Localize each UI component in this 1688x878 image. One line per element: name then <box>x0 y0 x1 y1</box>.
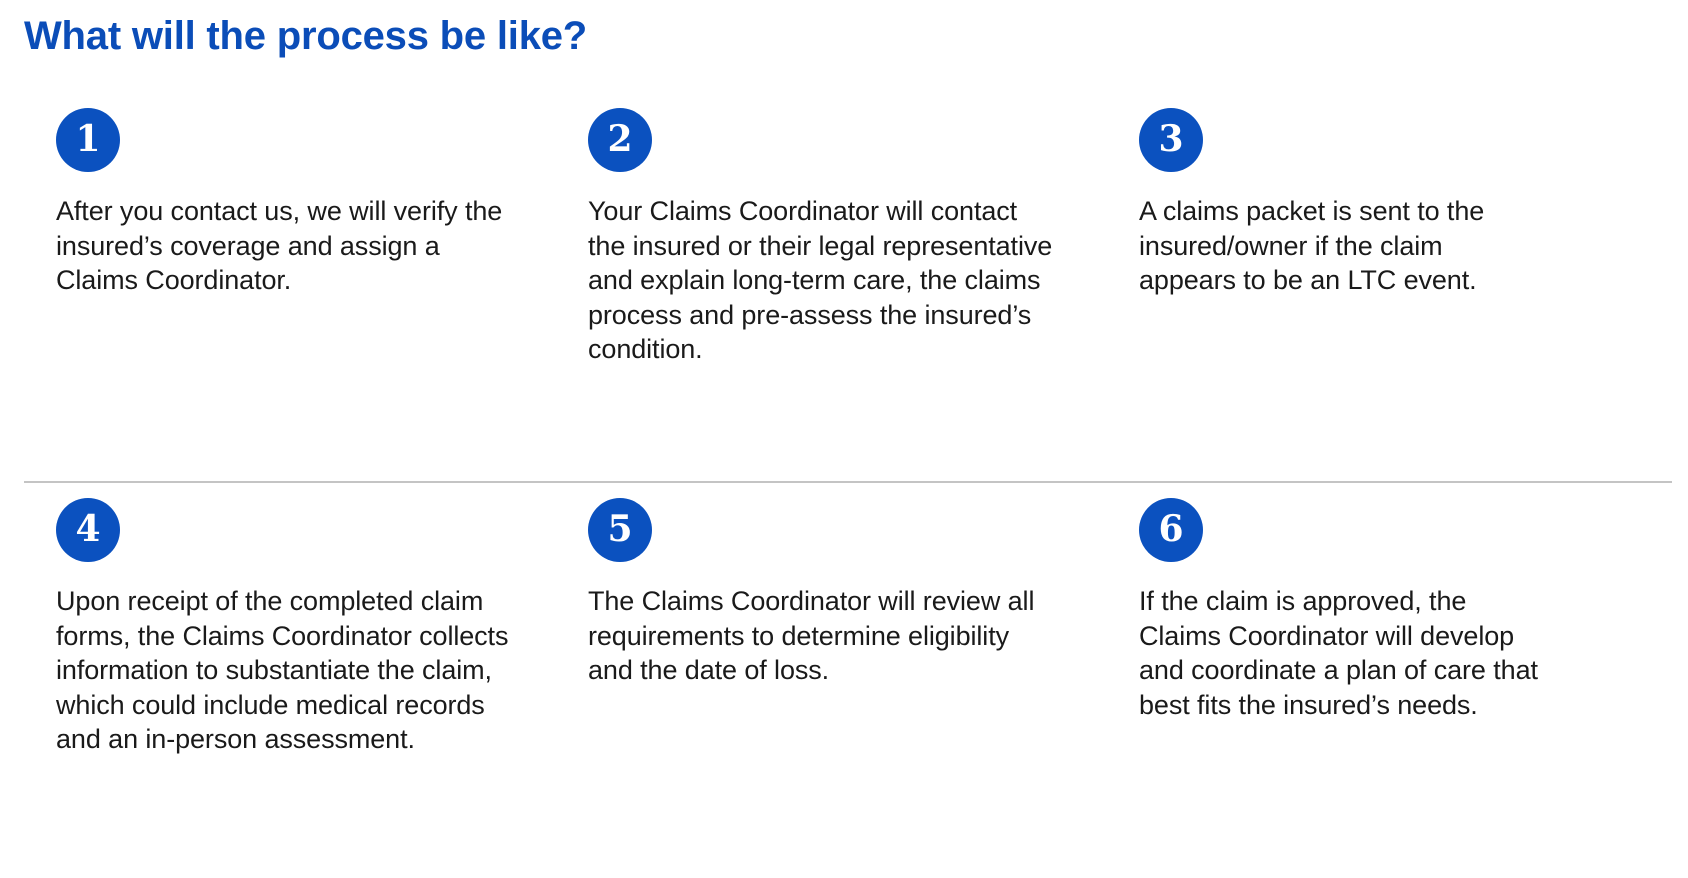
step-number-badge-5: 5 <box>588 498 652 562</box>
step-item-2: 2 Your Claims Coordinator will contact t… <box>588 108 1108 367</box>
page-title: What will the process be like? <box>24 14 588 58</box>
step-item-4: 4 Upon receipt of the completed claim fo… <box>56 498 576 757</box>
step-description-4: Upon receipt of the completed claim form… <box>56 586 509 754</box>
step-description-5: The Claims Coordinator will review all r… <box>588 586 1035 685</box>
step-number-badge-4: 4 <box>56 498 120 562</box>
step-item-3: 3 A claims packet is sent to the insured… <box>1139 108 1659 298</box>
step-number-badge-6: 6 <box>1139 498 1203 562</box>
step-description-3: A claims packet is sent to the insured/o… <box>1139 196 1485 295</box>
step-number-badge-3: 3 <box>1139 108 1203 172</box>
step-item-5: 5 The Claims Coordinator will review all… <box>588 498 1108 688</box>
step-item-1: 1 After you contact us, we will verify t… <box>56 108 576 298</box>
step-description-1: After you contact us, we will verify the… <box>56 196 503 295</box>
step-description-6: If the claim is approved, the Claims Coo… <box>1139 586 1538 720</box>
row-divider <box>24 481 1672 483</box>
step-number-badge-1: 1 <box>56 108 120 172</box>
step-item-6: 6 If the claim is approved, the Claims C… <box>1139 498 1659 722</box>
step-number-badge-2: 2 <box>588 108 652 172</box>
step-description-2: Your Claims Coordinator will contact the… <box>588 196 1053 364</box>
